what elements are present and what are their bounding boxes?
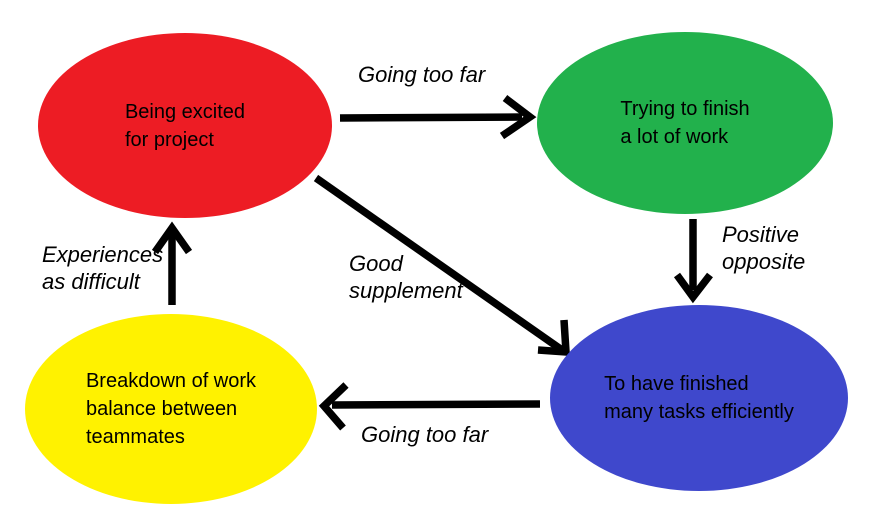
node-label: Trying to finish a lot of work [620, 98, 750, 148]
node-label: To have finished many tasks efficiently [604, 373, 794, 423]
arrow-excited-to-trying [339, 95, 537, 140]
edge-label-experiences-as-difficult: Experiences as difficult [42, 242, 164, 294]
edge-label-going-too-far-bottom: Going too far [361, 422, 489, 447]
arrow-trying-to-finished [673, 219, 713, 304]
node-label: Being excited for project [124, 100, 246, 151]
edge-label-going-too-far-top: Going too far [358, 62, 486, 87]
edge-label-positive-opposite: Positive opposite [722, 222, 806, 274]
node-label: Breakdown of work balance between teamma… [85, 370, 257, 448]
node-trying-to-finish-work: Trying to finish a lot of work [537, 32, 833, 214]
node-finished-many-tasks: To have finished many tasks efficiently [550, 305, 848, 491]
edge-label-good-supplement: Good supplement [349, 251, 463, 303]
node-breakdown-of-work-balance: Breakdown of work balance between teamma… [25, 314, 317, 504]
node-being-excited-for-project: Being excited for project [38, 33, 332, 218]
